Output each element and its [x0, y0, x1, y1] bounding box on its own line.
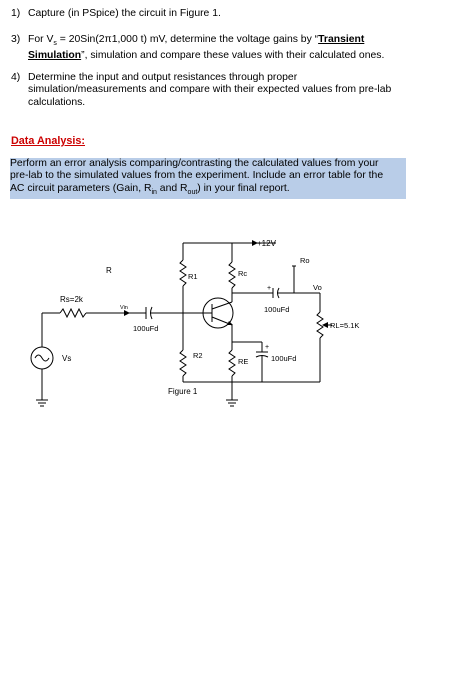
- item-number: 3): [11, 34, 21, 45]
- data-analysis-heading: Data Analysis:: [11, 135, 86, 147]
- r1-label: R1: [188, 272, 198, 281]
- rl-resistor-icon: [316, 311, 324, 339]
- ground-icon: [36, 399, 48, 407]
- ground-icon: [226, 399, 238, 407]
- rs-resistor-icon: [59, 307, 87, 319]
- instruction-line: pre-lab to the simulated values from the…: [10, 170, 406, 183]
- ce-label: 100uFd: [271, 354, 296, 363]
- instruction-line: AC circuit parameters (Gain, Rin and Rou…: [10, 182, 406, 200]
- transient-simulation-emphasis: Transient Simulation: [28, 34, 365, 62]
- item-text: Capture (in PSpice) the circuit in Figur…: [28, 8, 221, 19]
- re-resistor-icon: [228, 349, 236, 377]
- rl-arrow-icon: [322, 322, 328, 328]
- svg-text:+: +: [267, 285, 271, 292]
- vin-arrow-icon: [124, 310, 130, 316]
- item-number: 1): [11, 8, 21, 19]
- rc-resistor-icon: [228, 261, 236, 289]
- rs-label: Rs=2k: [60, 295, 84, 304]
- r2-resistor-icon: [179, 349, 187, 377]
- svg-text:+: +: [265, 344, 269, 351]
- highlighted-instructions: Perform an error analysis comparing/cont…: [10, 158, 406, 200]
- item-text: For Vs = 20Sin(2π1,000 t) mV, determine …: [28, 34, 385, 62]
- vs-label: Vs: [62, 354, 71, 363]
- cout-label: 100uFd: [264, 305, 289, 314]
- item-number: 4): [11, 72, 21, 83]
- list-item-3: 3) For Vs = 20Sin(2π1,000 t) mV, determi…: [11, 34, 411, 62]
- re-label: RE: [238, 357, 248, 366]
- vin-label: Vin: [120, 305, 128, 311]
- instruction-line: Perform an error analysis comparing/cont…: [10, 158, 406, 171]
- rc-label: Rc: [238, 269, 247, 278]
- vcc-label: +12V: [257, 239, 277, 248]
- ro-label: Ro: [300, 256, 310, 265]
- rl-label: RL=5.1K: [330, 321, 359, 330]
- item-text: Determine the input and output resistanc…: [28, 72, 392, 108]
- figure-caption: Figure 1: [168, 387, 198, 396]
- vcc-arrow-icon: [252, 240, 258, 246]
- r2-label: R2: [193, 351, 203, 360]
- r-label: R: [106, 266, 112, 275]
- vo-label: Vo: [313, 283, 322, 292]
- r1-resistor-icon: [179, 259, 187, 287]
- cin-label: 100uFd: [133, 324, 158, 333]
